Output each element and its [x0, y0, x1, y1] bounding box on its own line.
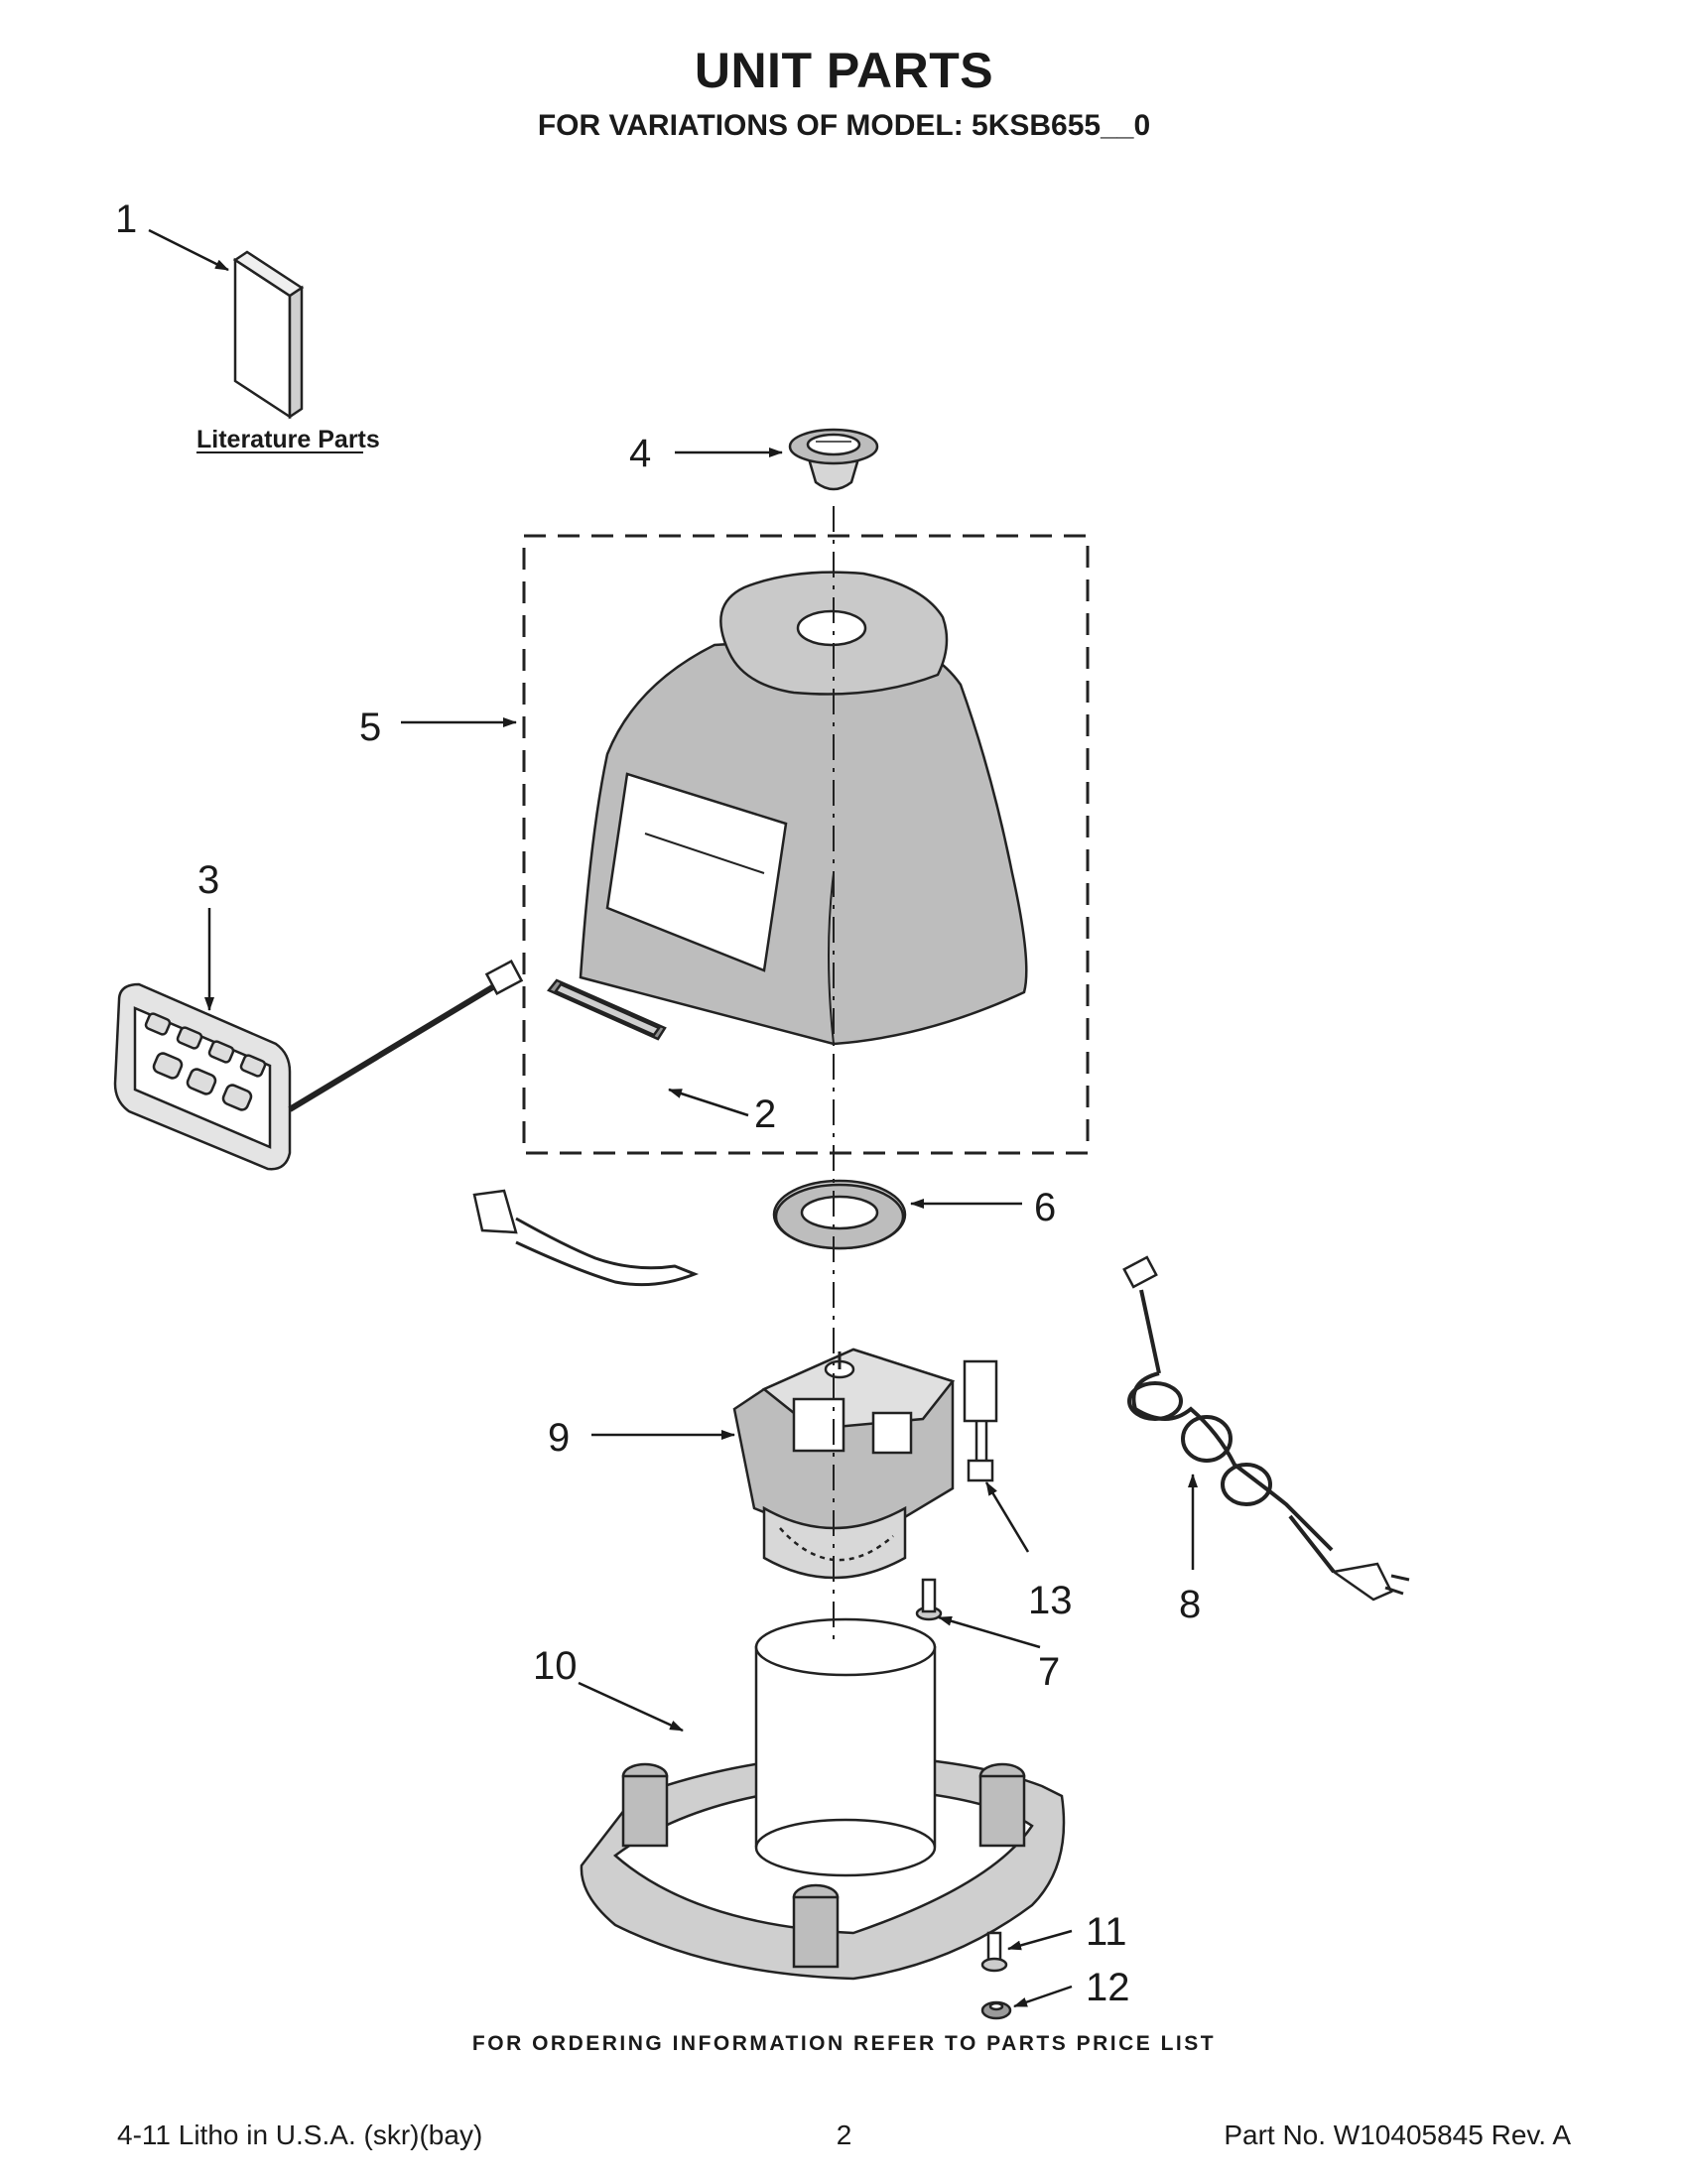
nameplate	[547, 978, 667, 1041]
callout-2: 2	[754, 1092, 776, 1136]
callout-arrow-12	[1013, 1985, 1073, 2008]
ordering-note: FOR ORDERING INFORMATION REFER TO PARTS …	[471, 2032, 1217, 2055]
gasket-ring	[772, 1179, 907, 1250]
housing	[579, 571, 1028, 1046]
page-subtitle: FOR VARIATIONS OF MODEL: 5KSB655__0	[537, 109, 1151, 142]
literature-parts-label: Literature Parts	[196, 426, 380, 453]
callout-arrow-2	[668, 1088, 749, 1117]
callout-7: 7	[1038, 1650, 1060, 1694]
literature-booklet	[232, 250, 305, 420]
foot-screw	[980, 1931, 1008, 1973]
callout-arrows	[148, 228, 1198, 2008]
control-panel	[113, 960, 524, 1171]
page-number: 2	[836, 2120, 852, 2150]
callout-arrow-10	[578, 1681, 684, 1733]
litho-info: 4-11 Litho in U.S.A. (skr)(bay)	[117, 2120, 483, 2150]
callout-8: 8	[1179, 1583, 1201, 1626]
base	[580, 1617, 1066, 1981]
motor	[472, 1189, 956, 1580]
callout-6: 6	[1034, 1186, 1056, 1229]
callout-1: 1	[115, 197, 137, 241]
callout-4: 4	[629, 432, 651, 475]
connector-lead	[963, 1359, 998, 1482]
foot-nut	[980, 2000, 1012, 2020]
callout-arrow-7	[938, 1615, 1041, 1649]
callout-13: 13	[1028, 1579, 1073, 1622]
callout-arrow-1	[148, 228, 229, 272]
callout-5: 5	[359, 706, 381, 749]
drive-coupling	[788, 428, 879, 491]
power-cord	[1122, 1255, 1410, 1602]
callout-11: 11	[1086, 1910, 1127, 1954]
callout-arrow-11	[1007, 1929, 1073, 1951]
part-number: Part No. W10405845 Rev. A	[1224, 2120, 1571, 2150]
callout-9: 9	[548, 1416, 570, 1460]
callout-3: 3	[197, 858, 219, 902]
callout-10: 10	[533, 1644, 578, 1688]
motor-screw	[915, 1578, 943, 1621]
page-title: UNIT PARTS	[694, 43, 994, 98]
callout-12: 12	[1086, 1966, 1130, 2009]
callout-arrow-13	[984, 1481, 1030, 1553]
jar-pad-assembly-box	[522, 534, 1090, 1155]
